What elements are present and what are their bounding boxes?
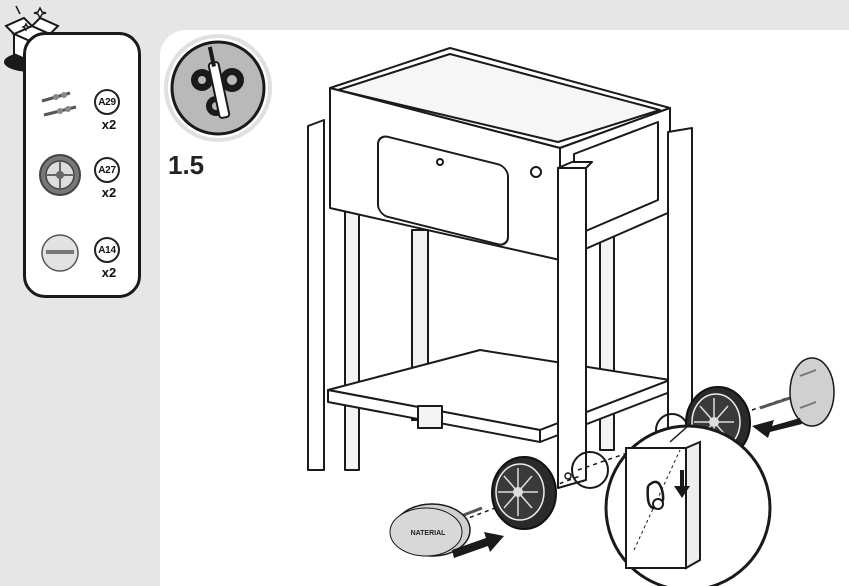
left-hubcap: NATERIAL (389, 503, 471, 557)
svg-text:NATERIAL: NATERIAL (411, 530, 447, 537)
hubcap-icon (41, 234, 79, 272)
magnifier-callout-icon (604, 424, 772, 586)
part-code-badge: A14 (94, 237, 120, 263)
tools-gears-icon (164, 34, 272, 142)
bolt-pin-icon (41, 91, 77, 117)
parts-list-box: A29 x2 A27 x2 A14 x2 (23, 32, 141, 298)
down-arrow-icon (674, 470, 690, 498)
wheel-icon (39, 154, 81, 196)
right-hubcap (789, 357, 835, 427)
part-row-a14: A14 x2 (26, 231, 144, 291)
part-row-a29: A29 x2 (26, 83, 144, 143)
part-code-badge: A27 (94, 157, 120, 183)
step-number: 1.5 (168, 150, 205, 180)
assembly-illustration: NATERIAL (307, 47, 835, 586)
part-code-badge: A29 (94, 89, 120, 115)
left-wheel (491, 456, 557, 530)
part-quantity: x2 (101, 265, 117, 280)
part-row-a27: A27 x2 (26, 151, 144, 211)
part-quantity: x2 (101, 117, 117, 132)
push-arrow-icon (452, 418, 802, 558)
part-quantity: x2 (101, 185, 117, 200)
